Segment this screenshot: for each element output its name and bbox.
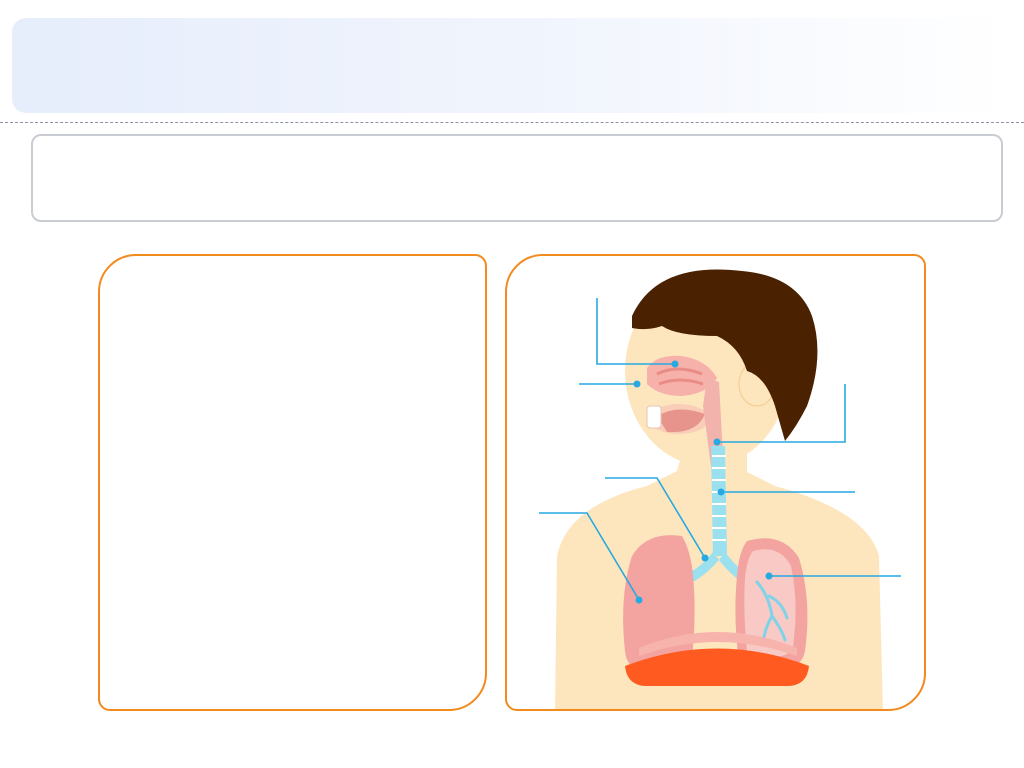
tongue <box>657 409 705 433</box>
leader-nasal-cavity <box>596 298 675 365</box>
nasal-turbinate <box>658 378 704 386</box>
prompt-box <box>31 134 1003 222</box>
trachea-rings <box>712 455 726 541</box>
lung-left-view <box>623 535 695 671</box>
leader-pharynx <box>717 384 846 443</box>
diaphragm-top <box>639 632 797 656</box>
dashed-divider <box>0 122 1024 123</box>
leader-lines <box>539 298 901 601</box>
nasal-cavity <box>647 355 717 396</box>
teeth <box>646 405 662 429</box>
left-bronchus <box>687 552 719 582</box>
header-banner <box>12 18 1012 113</box>
diaphragm <box>625 648 809 686</box>
hair <box>632 269 818 441</box>
leader-bronchus <box>605 477 706 559</box>
leader-lung <box>539 512 640 601</box>
respiratory-diagram-panel <box>505 254 926 711</box>
left-content-panel <box>98 254 487 711</box>
nasal-turbinate <box>656 367 703 376</box>
respiratory-system-illustration <box>539 269 901 709</box>
leader-dots <box>633 360 773 604</box>
